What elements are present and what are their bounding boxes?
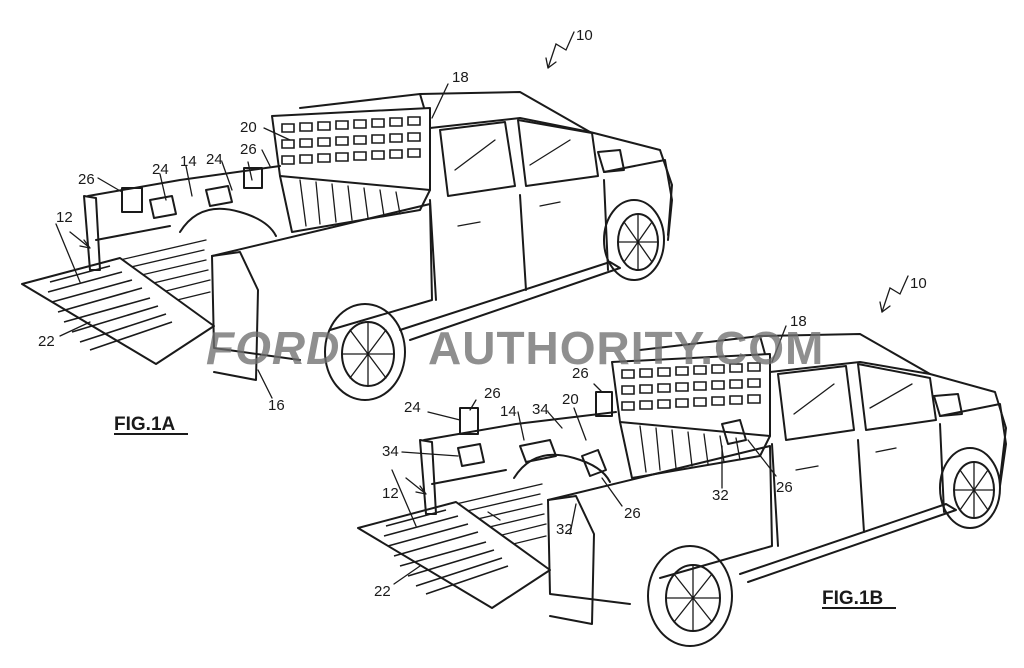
fig1a-ref-20: 20 [240, 119, 257, 136]
fig1a-rear-wheel [324, 303, 406, 401]
watermark: FORD AUTHORITY.COM [206, 322, 824, 374]
fig1b-rear-wheel [647, 545, 733, 647]
fig1a-stake-pocket-left [121, 187, 143, 213]
fig1b-ref-26-right: 26 [776, 479, 793, 496]
fig1b-ref-24: 24 [404, 399, 421, 416]
fig1b-ref-26-rear: 26 [572, 365, 589, 382]
fig1b-truck [357, 275, 1007, 647]
fig1b-ref-26-mid: 26 [624, 505, 641, 522]
fig1b-stake-mid [581, 449, 607, 477]
fig1b-rack [611, 353, 771, 437]
fig1b-ref-22: 22 [374, 583, 391, 600]
fig1b-stake-right [721, 419, 747, 445]
fig1b-ref-14: 14 [500, 403, 517, 420]
fig1b-stake-left [459, 407, 479, 435]
fig1a-rack [271, 107, 431, 191]
fig1a-front-wheel [603, 199, 665, 281]
fig1a-ref-26-left: 26 [78, 171, 95, 188]
fig1b-ref-20: 20 [562, 391, 579, 408]
fig1a-ref-18: 18 [452, 69, 469, 86]
watermark-text: AUTHORITY.COM [428, 322, 824, 374]
fig1b-ref-34-right: 34 [532, 401, 549, 418]
fig1b-ref-10: 10 [910, 275, 927, 292]
fig1b-ref-18: 18 [790, 313, 807, 330]
fig1b-ref-32-left: 32 [556, 521, 573, 538]
fig1b-refs: 10 18 26 26 20 24 34 14 34 12 32 26 26 3… [374, 275, 927, 600]
fig1a-tailgate [21, 257, 215, 365]
fig1b-ref-12: 12 [382, 485, 399, 502]
fig1a-ref-26-right: 26 [240, 141, 257, 158]
fig1b-ref-26-left: 26 [484, 385, 501, 402]
fig1a-ref-16: 16 [268, 397, 285, 414]
svg-text:FORD: FORD [206, 322, 340, 374]
fig1a-ref-24-left: 24 [152, 161, 169, 178]
fig1a-label: FIG.1A [114, 414, 176, 435]
fig1b-label: FIG.1B [822, 588, 883, 609]
fig1b-tailgate [357, 501, 551, 609]
fig1a-ref-10: 10 [576, 27, 593, 44]
fig1a-stake-pocket-right [243, 167, 263, 189]
fig1a-ref-24-right: 24 [206, 151, 223, 168]
fig1a-truck [21, 31, 673, 401]
fig1b-stake-rear [595, 391, 613, 417]
fig1a-refs: 10 18 20 26 24 14 24 26 12 22 16 [38, 27, 593, 414]
fig1a-ref-22: 22 [38, 333, 55, 350]
fig1b-ref-34-left: 34 [382, 443, 399, 460]
fig1b-ref-32-right: 32 [712, 487, 729, 504]
fig1a-ref-14: 14 [180, 153, 197, 170]
ford-logo-watermark: FORD [206, 322, 340, 374]
fig1a-ref-12: 12 [56, 209, 73, 226]
fig1b-front-wheel [939, 447, 1001, 529]
